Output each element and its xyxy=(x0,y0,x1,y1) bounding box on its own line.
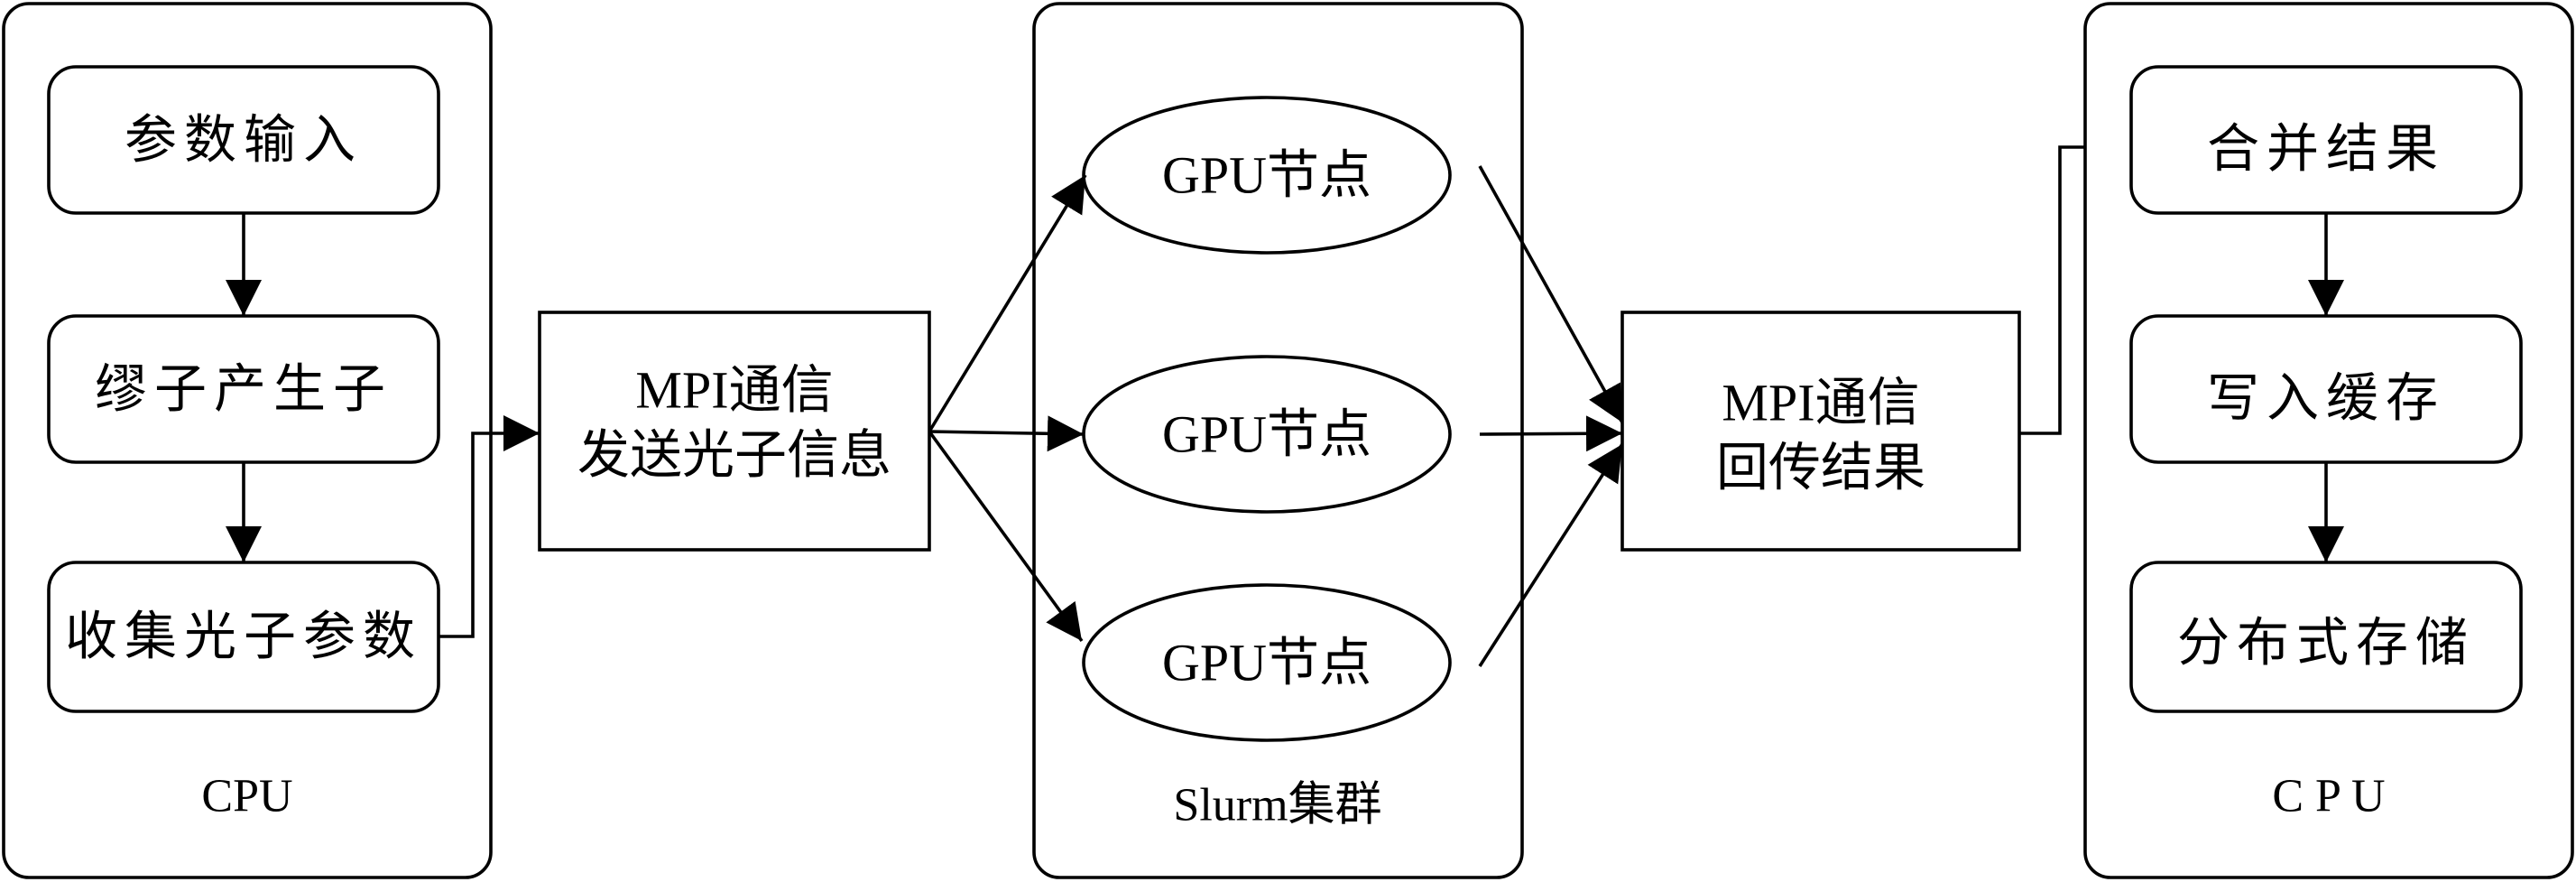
mpi-send-box: MPI通信 发送光子信息 xyxy=(538,311,931,552)
step-muon-generate-label: 缪子产生子 xyxy=(95,360,392,419)
step-write-cache-label: 写入缓存 xyxy=(2207,369,2445,428)
step-write-cache: 写入缓存 xyxy=(2129,314,2523,464)
step-muon-generate: 缪子产生子 xyxy=(47,314,440,464)
mpi-return-line2: 回传结果 xyxy=(1716,439,1925,497)
arrow-send-to-gpu-1 xyxy=(928,174,1087,432)
step-param-input: 参数输入 xyxy=(47,65,440,215)
step-param-input-label: 参数输入 xyxy=(125,111,363,170)
arrow-collect-to-send xyxy=(439,415,540,638)
step-collect-photon-label: 收集光子参数 xyxy=(65,608,422,666)
step-merge-results-label: 合并结果 xyxy=(2207,120,2445,179)
gpu-node-2-label: GPU节点 xyxy=(1162,405,1371,464)
mpi-send-line1: MPI通信 xyxy=(635,361,833,420)
step-distributed-storage-label: 分布式存储 xyxy=(2177,614,2475,673)
slurm-cluster-label: Slurm集群 xyxy=(1173,780,1381,831)
arrow-send-to-gpu-2 xyxy=(928,415,1085,452)
right-cpu-label: C P U xyxy=(2272,771,2385,822)
gpu-node-1-label: GPU节点 xyxy=(1162,146,1371,205)
arrow-gpu-3-to-return xyxy=(1478,443,1624,667)
arrow-gpu-1-to-return xyxy=(1478,165,1624,423)
step-distributed-storage: 分布式存储 xyxy=(2129,561,2523,713)
gpu-node-1: GPU节点 xyxy=(1082,96,1452,255)
gpu-node-3: GPU节点 xyxy=(1082,583,1452,742)
step-merge-results: 合并结果 xyxy=(2129,65,2523,215)
step-collect-photon: 收集光子参数 xyxy=(47,561,440,713)
mpi-return-line1: MPI通信 xyxy=(1722,374,1919,432)
mpi-send-line2: 发送光子信息 xyxy=(577,426,891,485)
left-cpu-label: CPU xyxy=(201,771,292,822)
arrow-gpu-2-to-return xyxy=(1479,415,1623,452)
gpu-node-2: GPU节点 xyxy=(1082,355,1452,514)
arrow-send-to-gpu-3 xyxy=(928,430,1084,643)
mpi-return-box: MPI通信 回传结果 xyxy=(1620,311,2021,552)
gpu-node-3-label: GPU节点 xyxy=(1162,634,1371,692)
